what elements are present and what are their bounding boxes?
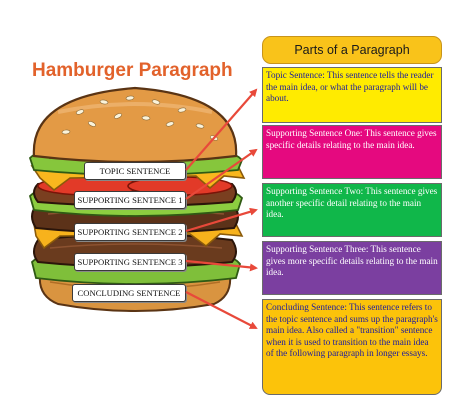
supporting-sentence-1-box: Supporting Sentence One: This sentence g… xyxy=(262,125,442,179)
supporting-sentence-2-label: SUPPORTING SENTENCE 2 xyxy=(74,223,186,241)
supporting-sentence-3-label: SUPPORTING SENTENCE 3 xyxy=(74,253,186,271)
diagram-title: Hamburger Paragraph xyxy=(32,60,233,81)
concluding-sentence-label: CONCLUDING SENTENCE xyxy=(72,284,186,302)
supporting-sentence-1-label: SUPPORTING SENTENCE 1 xyxy=(74,191,186,209)
parts-of-paragraph-header: Parts of a Paragraph xyxy=(262,36,442,64)
supporting-sentence-2-box: Supporting Sentence Two: This sentence g… xyxy=(262,183,442,237)
supporting-sentence-3-box: Supporting Sentence Three: This sentence… xyxy=(262,241,442,295)
topic-sentence-box: Topic Sentence: This sentence tells the … xyxy=(262,67,442,123)
topic-sentence-label: TOPIC SENTENCE xyxy=(84,162,186,180)
concluding-sentence-box: Concluding Sentence: This sentence refer… xyxy=(262,299,442,395)
